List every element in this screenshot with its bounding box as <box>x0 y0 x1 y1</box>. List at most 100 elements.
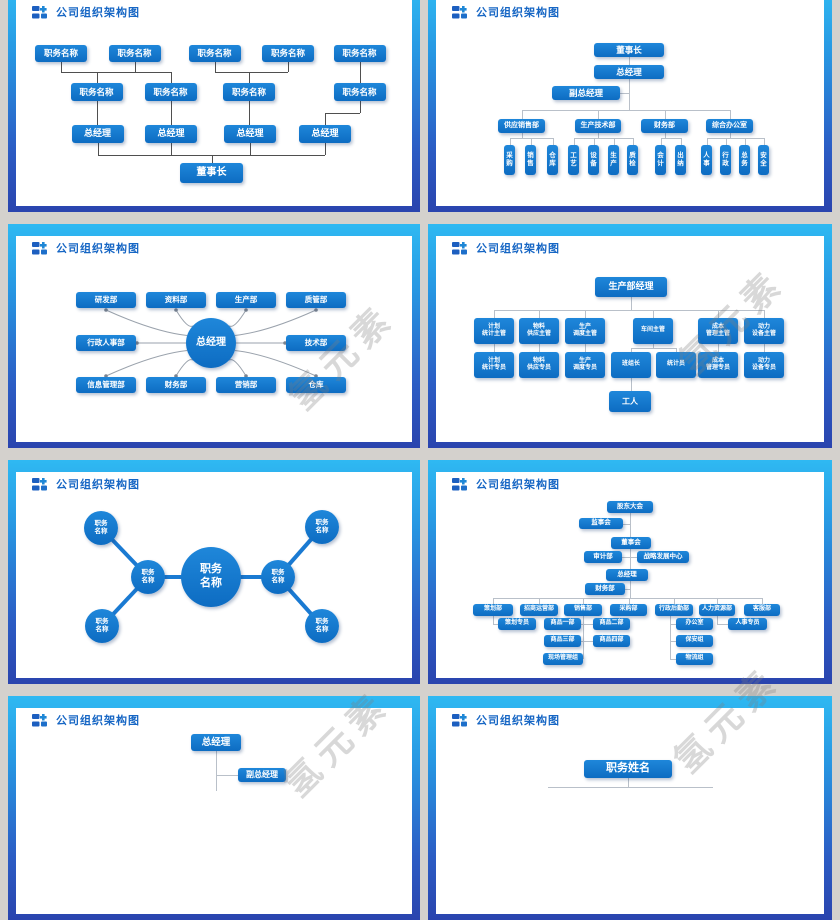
org-node: 仓 库 <box>547 145 558 175</box>
connector-line <box>585 344 586 352</box>
connector-line <box>674 598 675 604</box>
org-node: 车间主管 <box>633 318 673 344</box>
logo-icon <box>452 477 467 490</box>
org-node: 总 务 <box>739 145 750 175</box>
connector-line <box>630 557 637 558</box>
connector-line <box>216 775 238 776</box>
org-chart-diagram: 股东大会监事会董事会审计部战略发展中心总经理财务部策划部招商运营部销售部采购部行… <box>428 460 832 684</box>
org-node: 人力资源部 <box>699 604 735 616</box>
connector-line <box>170 72 172 83</box>
org-node: 物料 供应专员 <box>519 352 559 378</box>
org-node: 职务名称 <box>333 45 386 62</box>
org-node: 成本 管理主管 <box>698 318 738 344</box>
org-node: 生产部 <box>216 292 276 308</box>
org-node: 职务 名称 <box>305 609 339 643</box>
connector-line <box>729 133 731 138</box>
org-node: 技术部 <box>286 335 346 351</box>
org-node: 成本 管理专员 <box>698 352 738 378</box>
org-node: 生产 调度专员 <box>565 352 605 378</box>
slide-thumbnail-4[interactable]: 公司组织架构图 生产部经理计划 统计主管物料 供应主管生产 调度主管车间主管成本… <box>428 224 832 448</box>
org-node: 生产 调度主管 <box>565 318 605 344</box>
org-node: 现场管理组 <box>543 653 583 665</box>
org-node: 职务名称 <box>144 83 197 101</box>
connector-line <box>744 138 746 145</box>
org-node: 职务姓名 <box>584 760 672 778</box>
org-node: 职务 名称 <box>261 560 295 594</box>
slide-title: 公司组织架构图 <box>476 715 560 727</box>
connector-line <box>493 598 494 604</box>
slide-thumbnail-5[interactable]: 公司组织架构图 职务 名称职务 名称职务 名称职务 名称职务 名称职务 名称职务… <box>8 460 420 684</box>
org-node: 研发部 <box>76 292 136 308</box>
connector-curves <box>104 308 318 378</box>
connector-line <box>171 143 172 155</box>
org-node: 董事会 <box>611 537 651 549</box>
org-node: 总经理 <box>191 734 241 751</box>
connector-line <box>509 138 511 145</box>
slide-title: 公司组织架构图 <box>476 7 560 19</box>
connector-line <box>631 348 632 352</box>
org-node: 设 备 <box>588 145 599 175</box>
org-node: 财务部 <box>641 119 688 133</box>
connector-line <box>660 138 662 145</box>
org-node: 质 检 <box>627 145 638 175</box>
org-node: 副总经理 <box>238 768 286 782</box>
org-node: 职务 名称 <box>84 511 118 545</box>
connector-line <box>630 513 631 598</box>
logo-icon <box>32 241 47 254</box>
connector-line <box>628 778 629 787</box>
slide-title: 公司组织架构图 <box>56 479 140 491</box>
connector-line <box>521 133 523 138</box>
connector-line <box>493 616 494 624</box>
connector-line <box>325 143 326 155</box>
slide-title: 公司组织架构图 <box>476 479 560 491</box>
org-node: 职务 名称 <box>85 609 119 643</box>
org-node: 策划专员 <box>498 618 536 630</box>
connector-line <box>613 138 615 145</box>
org-node: 工人 <box>609 391 651 412</box>
connector-line <box>653 344 654 348</box>
connector-line <box>288 62 289 72</box>
org-chart-diagram: 职务名称职务名称职务名称职务名称职务名称职务名称职务名称职务名称职务名称总经理总… <box>8 0 420 212</box>
connector-line <box>573 138 575 145</box>
connector-line <box>718 344 719 352</box>
connector-line <box>530 138 532 145</box>
connector-line <box>249 101 250 125</box>
connector-line <box>670 616 671 659</box>
connector-line <box>216 751 217 791</box>
logo-icon <box>32 5 47 18</box>
org-node: 物料 供应主管 <box>519 318 559 344</box>
org-node: 生 产 <box>608 145 619 175</box>
slide-title: 公司组织架构图 <box>56 243 140 255</box>
org-node: 生产技术部 <box>575 119 621 133</box>
connector-line <box>249 72 250 83</box>
org-node: 计划 统计主管 <box>474 318 514 344</box>
org-chart-diagram: 生产部经理计划 统计主管物料 供应主管生产 调度主管车间主管成本 管理主管动力 … <box>428 224 832 448</box>
org-node: 人 事 <box>701 145 712 175</box>
org-node: 董事长 <box>180 163 243 183</box>
slide-thumbnail-1[interactable]: 公司组织架构图 职务名称职务名称职务名称职务名称职务名称职务名称职务名称职务名称… <box>8 0 420 212</box>
org-node: 商品四部 <box>593 635 630 647</box>
connector-line <box>493 624 498 625</box>
connector-line <box>97 155 325 156</box>
org-node: 供应销售部 <box>498 119 545 133</box>
connector-line <box>718 310 719 318</box>
org-node: 总经理 <box>145 125 197 143</box>
connector-line <box>717 624 728 625</box>
connector-line <box>680 138 682 145</box>
connector-line <box>670 624 676 625</box>
slide-thumbnail-2[interactable]: 公司组织架构图 董事长总经理副总经理供应销售部生产技术部财务部综合办公室采 购销… <box>428 0 832 212</box>
connector-line <box>494 344 495 352</box>
slide-thumbnail-7[interactable]: 公司组织架构图 总经理副总经理 <box>8 696 420 920</box>
org-chart-diagram: 总经理副总经理 <box>8 696 420 920</box>
slide-thumbnail-3[interactable]: 公司组织架构图 研发部资料部生产部质管部行政人事部技术部信息管理部财务部营销部仓… <box>8 224 420 448</box>
connector-line <box>631 378 632 391</box>
logo-icon <box>452 713 467 726</box>
connector-line <box>725 138 727 145</box>
org-node: 商品三部 <box>544 635 581 647</box>
slide-thumbnail-6[interactable]: 公司组织架构图 股东大会监事会董事会审计部战略发展中心总经理财务部策划部招商运营… <box>428 460 832 684</box>
connector-line <box>583 616 584 659</box>
connector-line <box>629 57 630 110</box>
org-node: 总经理 <box>299 125 351 143</box>
slide-thumbnail-8[interactable]: 公司组织架构图 职务姓名 <box>428 696 832 920</box>
connector-line <box>583 598 584 604</box>
